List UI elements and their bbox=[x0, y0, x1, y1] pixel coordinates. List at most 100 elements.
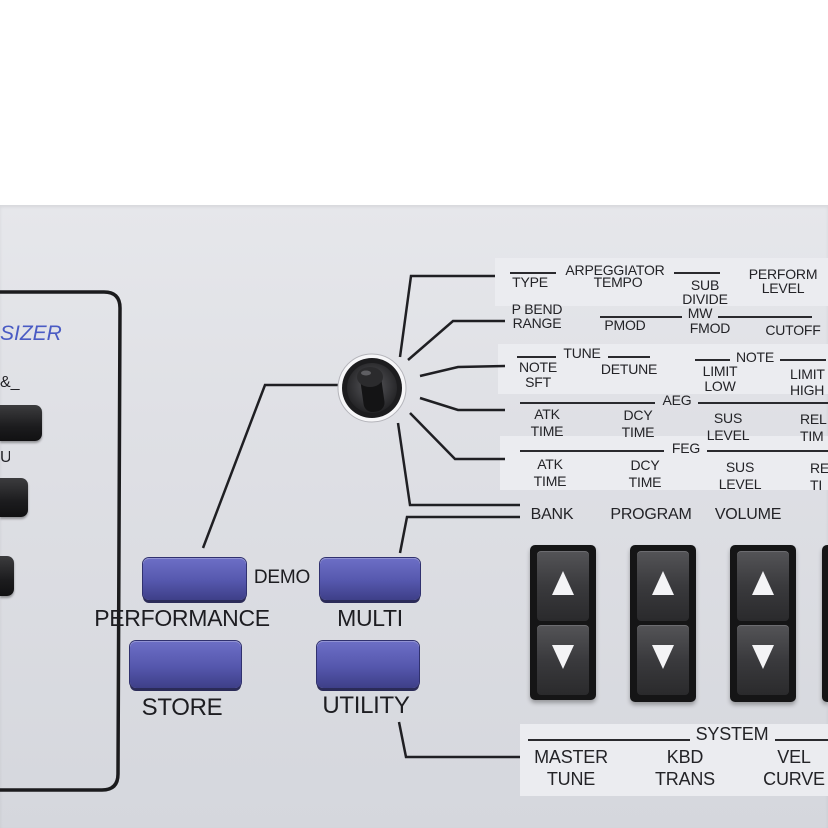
bank-rocker bbox=[530, 545, 596, 700]
label-aeg-rel-time-line-2: TIM bbox=[800, 428, 824, 444]
label-limit-high-line-1: LIMIT bbox=[790, 366, 825, 382]
label-master-tune-line-1: MASTER bbox=[534, 747, 608, 767]
label-master-tune-line-2: TUNE bbox=[546, 769, 596, 789]
store-button[interactable] bbox=[130, 641, 241, 688]
label-feg-dcy-time-line-1: DCY bbox=[630, 457, 660, 473]
label-feg-atk-time-line-1: ATK bbox=[537, 456, 563, 472]
label-tempo: TEMPO bbox=[593, 275, 643, 290]
feg-strip bbox=[500, 436, 828, 490]
left-button-3[interactable] bbox=[0, 556, 14, 596]
mw-header-line-left bbox=[600, 316, 682, 318]
program-up-button[interactable] bbox=[637, 551, 689, 621]
feg-header: FEG bbox=[671, 441, 701, 456]
connector-line-performance bbox=[201, 383, 338, 549]
label-kbd-trans-line-2: TRANS bbox=[654, 769, 715, 789]
note-header-line-left bbox=[695, 359, 730, 361]
down-arrow-icon bbox=[552, 645, 574, 669]
store-label: STORE bbox=[141, 694, 223, 721]
label-p-bend-range-line-1: P BEND bbox=[511, 302, 563, 317]
left-button-1[interactable] bbox=[0, 405, 42, 441]
connector-line-system bbox=[397, 721, 520, 759]
note-header: NOTE bbox=[735, 350, 775, 365]
bank-up-button[interactable] bbox=[537, 551, 589, 621]
label-type: TYPE bbox=[512, 275, 548, 290]
utility-button[interactable] bbox=[317, 641, 419, 688]
label-vel-curve-line-1: VEL bbox=[777, 747, 811, 767]
left-section-label-1: &_ bbox=[0, 374, 20, 391]
connector-line-feg bbox=[409, 412, 505, 461]
label-aeg-rel-time-line-1: REL bbox=[800, 411, 827, 427]
label-aeg-dcy-time-line-1: DCY bbox=[623, 407, 653, 423]
label-aeg-atk-time-line-1: ATK bbox=[534, 406, 560, 422]
connector-line-multi bbox=[398, 515, 520, 554]
up-arrow-icon bbox=[652, 571, 674, 595]
label-limit-low-line-2: LOW bbox=[704, 378, 736, 394]
system-header: SYSTEM bbox=[695, 724, 769, 744]
bank-down-button[interactable] bbox=[537, 625, 589, 695]
label-sub-divide: SUB DIVIDE bbox=[675, 278, 735, 306]
volume-rocker bbox=[730, 545, 796, 702]
note-header-line-right bbox=[780, 359, 826, 361]
connector-line-bank bbox=[396, 422, 520, 507]
feg-header-line-right bbox=[707, 450, 828, 452]
label-limit-high-line-2: HIGH bbox=[790, 382, 825, 398]
label-note-sft-line-1: NOTE bbox=[518, 360, 558, 375]
system-header-line-right bbox=[775, 739, 828, 741]
label-limit-high: LIMIT HIGH bbox=[790, 366, 828, 398]
joystick-icon[interactable] bbox=[337, 353, 407, 423]
tune-header-line-right bbox=[608, 356, 650, 358]
demo-label: DEMO bbox=[253, 567, 311, 588]
utility-label: UTILITY bbox=[322, 692, 410, 719]
label-vel-curve: VEL CURVE bbox=[760, 746, 828, 790]
aeg-header: AEG bbox=[662, 393, 692, 408]
label-feg-dcy-time-line-2: TIME bbox=[628, 474, 662, 490]
label-feg-sus-level: SUS LEVEL bbox=[710, 459, 770, 493]
multi-label: MULTI bbox=[337, 605, 403, 631]
performance-label: PERFORMANCE bbox=[94, 605, 270, 631]
volume-up-button[interactable] bbox=[737, 551, 789, 621]
label-bank: BANK bbox=[530, 506, 574, 523]
system-strip bbox=[520, 724, 828, 796]
label-feg-sus-level-line-1: SUS bbox=[725, 459, 755, 475]
down-arrow-icon bbox=[752, 645, 774, 669]
arpeggiator-header-line-left bbox=[510, 272, 556, 274]
connector-line-aeg bbox=[419, 396, 505, 412]
label-master-tune: MASTER TUNE bbox=[526, 746, 616, 790]
up-arrow-icon bbox=[552, 571, 574, 595]
label-cutoff: CUTOFF bbox=[765, 323, 821, 338]
label-sub-divide-line-2: DIVIDE bbox=[682, 291, 728, 306]
label-feg-atk-time: ATK TIME bbox=[522, 456, 578, 490]
label-aeg-sus-level-line-2: LEVEL bbox=[706, 427, 750, 443]
partial-rocker[interactable] bbox=[822, 545, 828, 702]
label-aeg-atk-time-line-2: TIME bbox=[530, 423, 564, 439]
performance-button[interactable] bbox=[143, 558, 246, 600]
label-p-bend-range: P BEND RANGE bbox=[502, 302, 572, 330]
program-down-button[interactable] bbox=[637, 625, 689, 695]
label-volume: VOLUME bbox=[714, 506, 782, 523]
tune-strip bbox=[498, 344, 828, 394]
label-aeg-atk-time: ATK TIME bbox=[519, 406, 575, 440]
aeg-header-line-right bbox=[698, 402, 828, 404]
mw-header: MW bbox=[687, 306, 713, 321]
label-limit-low: LIMIT LOW bbox=[694, 364, 746, 394]
label-p-bend-range-line-2: RANGE bbox=[512, 315, 562, 330]
label-feg-atk-time-line-2: TIME bbox=[533, 473, 567, 489]
label-program: PROGRAM bbox=[610, 506, 692, 523]
multi-button[interactable] bbox=[320, 558, 420, 600]
label-note-sft: NOTE SFT bbox=[510, 360, 566, 390]
feg-header-line-left bbox=[520, 450, 664, 452]
tune-header: TUNE bbox=[563, 346, 601, 361]
left-button-2[interactable] bbox=[0, 478, 28, 517]
program-rocker bbox=[630, 545, 696, 702]
left-section-label-2: U bbox=[0, 449, 10, 466]
arpeggiator-header-line-right bbox=[674, 272, 720, 274]
volume-down-button[interactable] bbox=[737, 625, 789, 695]
connector-line-modulation bbox=[407, 319, 505, 361]
label-limit-low-line-1: LIMIT bbox=[702, 364, 738, 379]
label-perform-level-line-2: LEVEL bbox=[761, 280, 805, 295]
up-arrow-icon bbox=[752, 571, 774, 595]
label-fmod: FMOD bbox=[689, 321, 731, 336]
label-kbd-trans: KBD TRANS bbox=[640, 746, 730, 790]
